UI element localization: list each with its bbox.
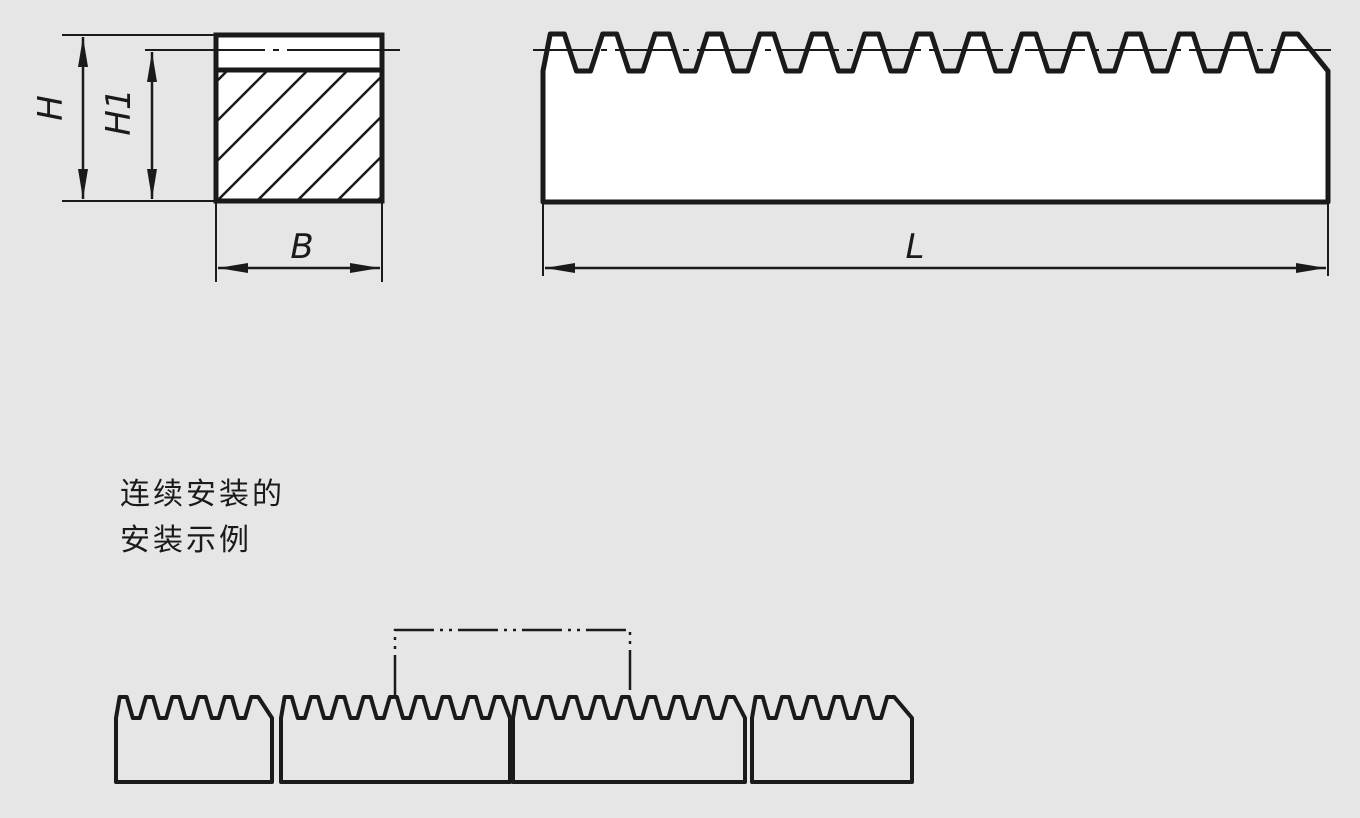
gear-rack-side-view (540, 31, 1331, 205)
rack-body (511, 695, 747, 784)
hatch-line (218, 72, 308, 162)
cross-section (145, 32, 558, 204)
rack-segment (279, 695, 512, 784)
hatch-line (337, 156, 380, 199)
continuous-installation-example (114, 695, 914, 784)
rack-segment (750, 695, 914, 784)
note-line-2: 安装示例 (120, 523, 252, 558)
rack-segment (511, 695, 747, 784)
hatch-line (218, 72, 268, 122)
rack-segment (114, 695, 274, 784)
gear-gauge-outline (393, 628, 632, 695)
hatch-line (257, 76, 380, 199)
rack-body (279, 695, 512, 784)
rack-body (114, 695, 274, 784)
hatch-line (418, 60, 558, 200)
installation-note: 连续安装的 安装示例 (120, 472, 285, 564)
label-B: B (290, 227, 313, 267)
rack-body (750, 695, 914, 784)
section-hatching (218, 60, 558, 200)
label-H: H (31, 95, 71, 121)
hatch-line (377, 196, 380, 199)
rack-body (540, 31, 1331, 205)
label-L: L (906, 227, 925, 267)
label-H1: H1 (99, 88, 139, 135)
note-line-1: 连续安装的 (120, 477, 285, 512)
hatch-line (297, 116, 380, 199)
hatch-line (218, 72, 348, 199)
